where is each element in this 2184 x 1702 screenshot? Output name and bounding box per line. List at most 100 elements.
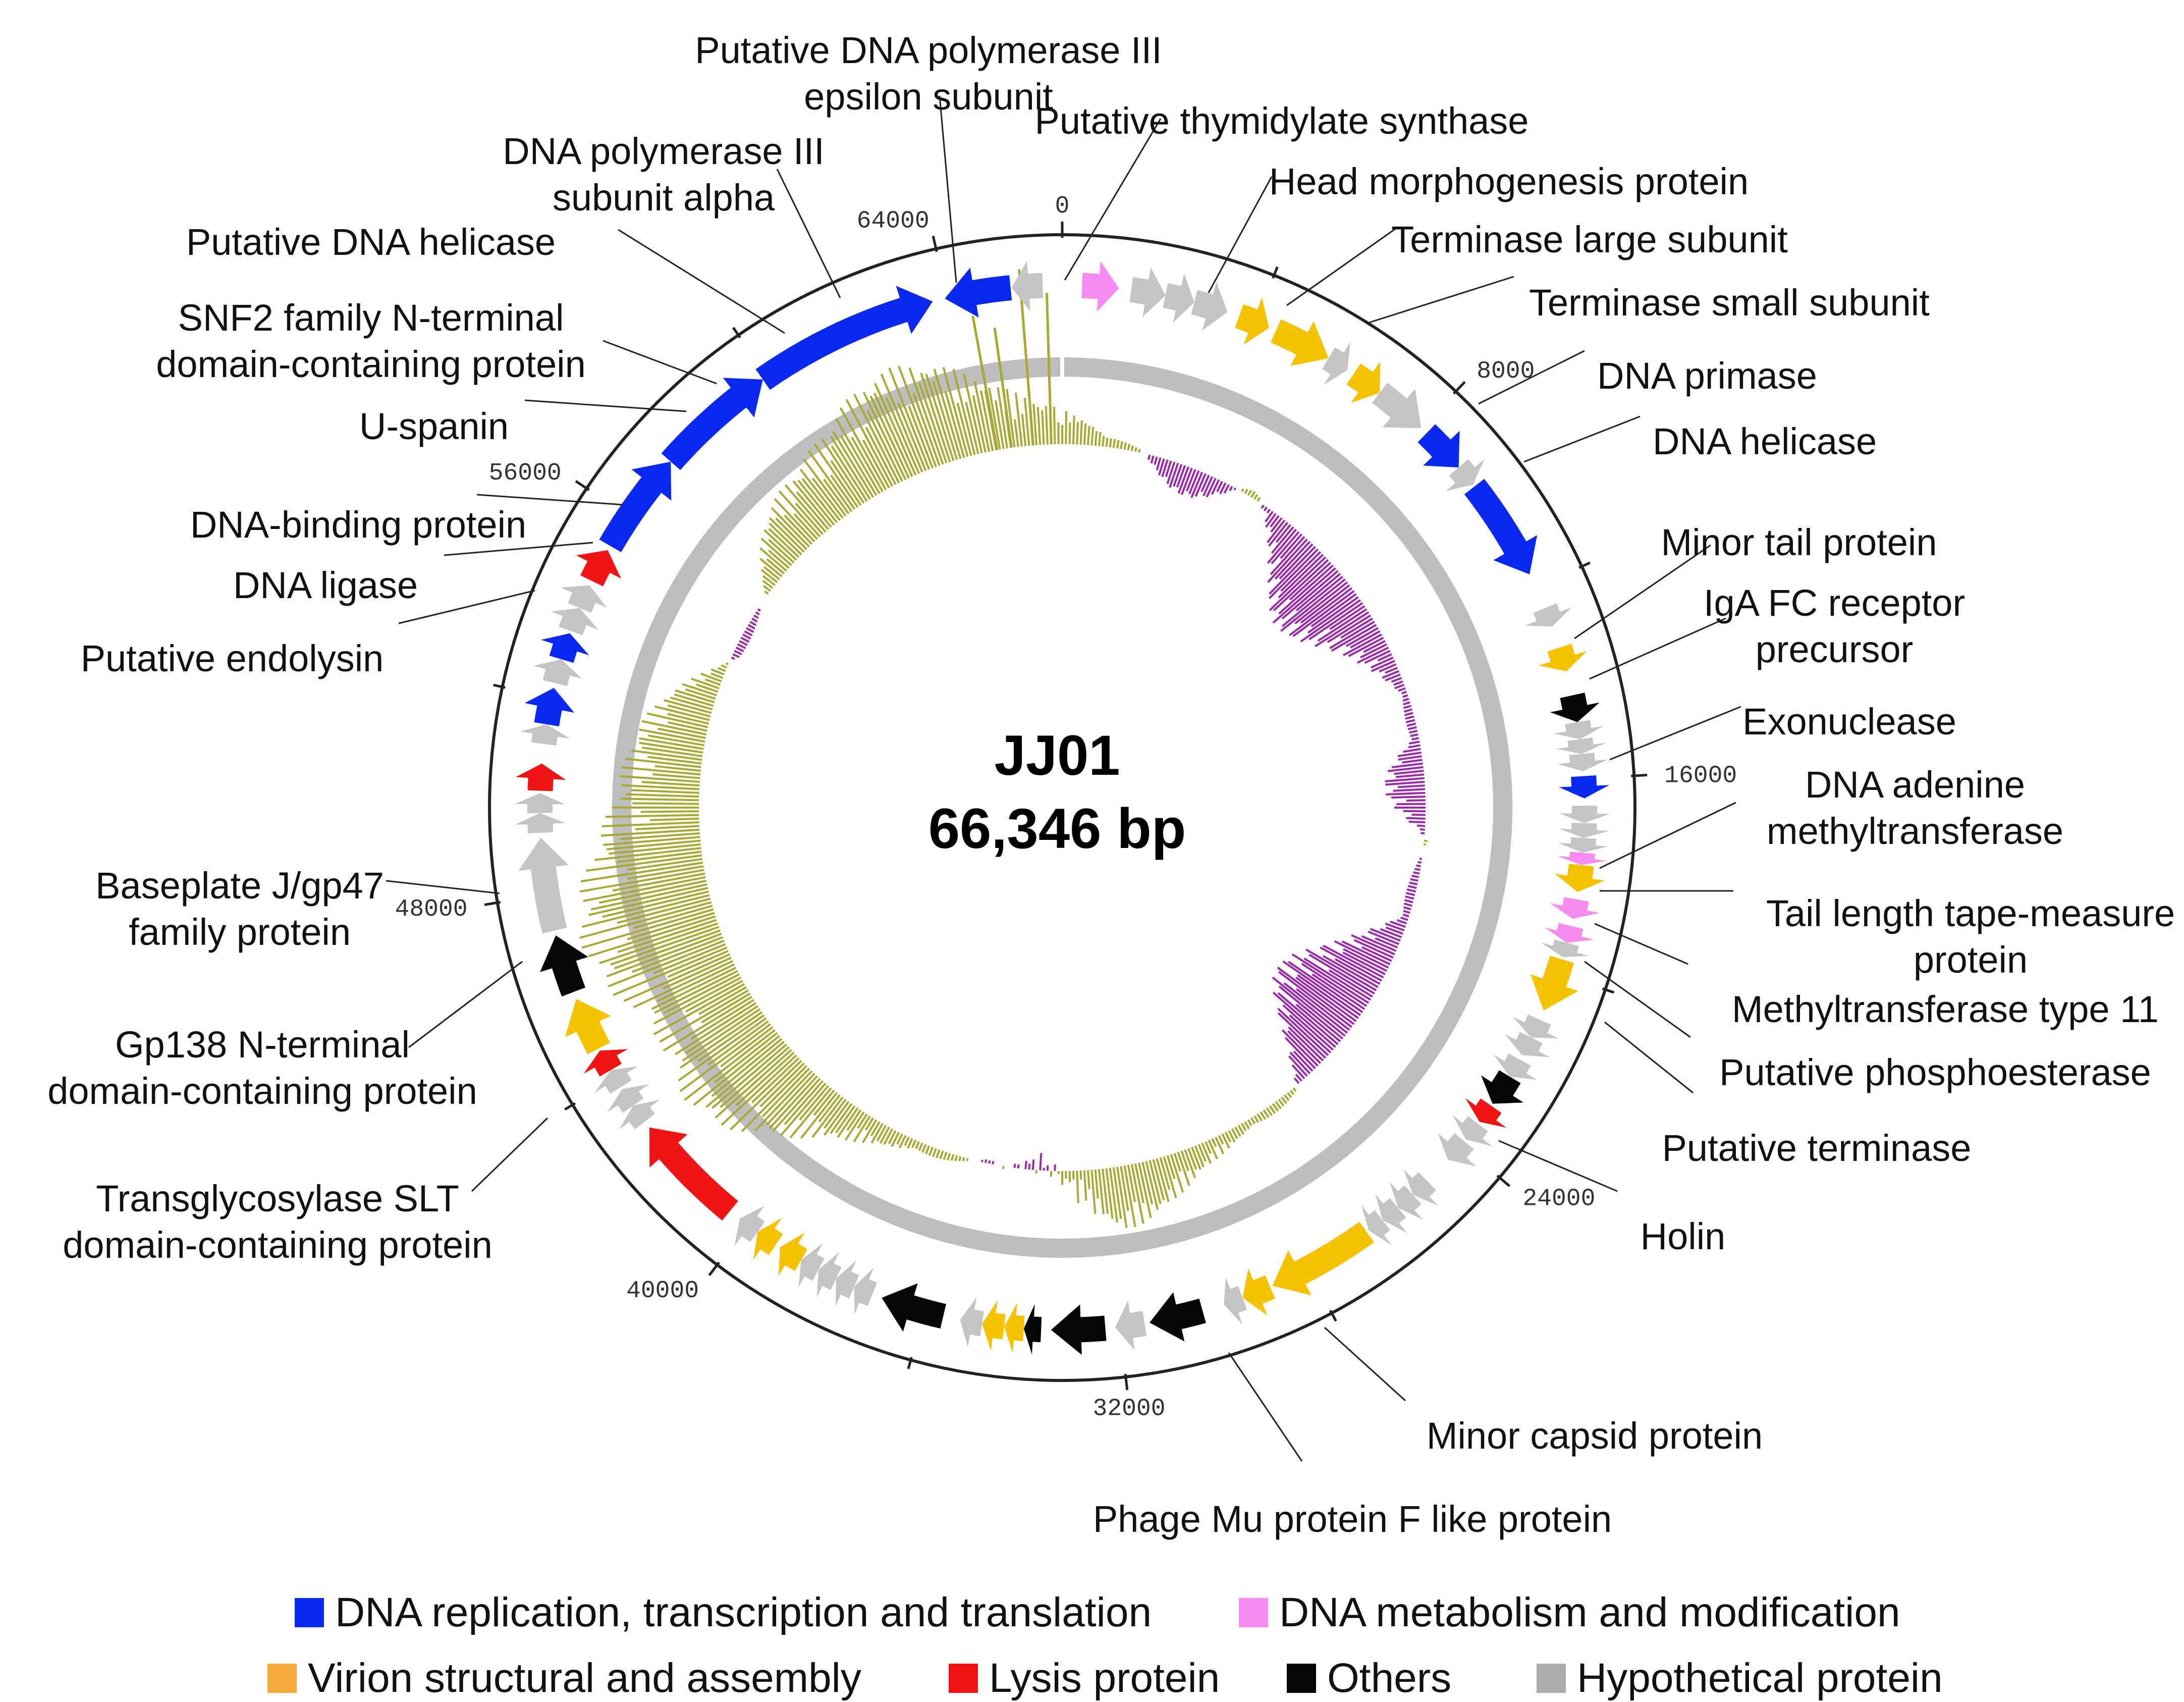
gc-skew-bar: [926, 1146, 930, 1154]
gc-skew-bar: [1242, 489, 1243, 492]
gene-label-line: Minor capsid protein: [1427, 1415, 1763, 1457]
gc-skew-bar: [948, 1153, 950, 1160]
gc-skew-bar: [1394, 771, 1424, 774]
gene-arrow-replication: [599, 462, 672, 552]
leader-line-term-small: [1368, 277, 1514, 323]
gc-skew-bar: [1084, 423, 1086, 445]
gc-skew-bar: [1099, 432, 1101, 446]
gc-skew-bar: [626, 794, 699, 796]
gene-arrow-others: [1150, 1292, 1206, 1342]
gc-skew-bar: [1406, 893, 1414, 895]
leader-line-minor-capsid: [1325, 1327, 1405, 1401]
gene-label-line: DNA adenine: [1805, 764, 2025, 806]
gene-arrow-replication: [541, 633, 589, 663]
gene-label-phosphoesterase: Putative phosphoesterase: [1719, 1051, 2151, 1093]
gc-skew-bar: [963, 1157, 964, 1161]
leader-line-mt11: [1595, 924, 1688, 964]
gc-skew-bar: [1254, 1116, 1259, 1123]
gc-skew-bar: [1409, 883, 1417, 885]
gene-arrow-structural: [1539, 644, 1587, 671]
scale-tick: [1125, 1374, 1127, 1390]
leader-line-uspanin: [525, 400, 686, 411]
gc-skew-bar: [1096, 431, 1097, 446]
gene-arrow-hypothetical: [520, 724, 570, 746]
gene-arrow-replication: [1559, 775, 1609, 799]
gc-skew-bar: [916, 1142, 919, 1149]
gc-skew-bar: [1219, 1136, 1223, 1144]
gc-skew-bar: [1080, 1171, 1081, 1180]
gene-arrow-hypothetical: [533, 659, 582, 686]
gene-label-line: epsilon subunit: [804, 76, 1053, 118]
gene-label-line: Putative terminase: [1662, 1127, 1972, 1169]
gc-skew-bar: [1080, 420, 1081, 445]
gene-label-ligase: DNA ligase: [233, 564, 418, 606]
gc-skew-bar: [1285, 1095, 1289, 1100]
gc-skew-bar: [718, 668, 726, 671]
gc-skew-bar: [622, 785, 699, 789]
gc-skew-bar: [1084, 1171, 1086, 1201]
gc-skew-bar: [905, 1137, 909, 1146]
gc-skew-bar: [1396, 774, 1424, 777]
gene-arrow-structural: [1555, 864, 1605, 892]
gene-arrow-lysis: [649, 1128, 738, 1220]
gc-skew-bar: [878, 1126, 886, 1141]
gene-arrow-hypothetical: [1191, 282, 1228, 331]
gene-label-line: Holin: [1641, 1215, 1726, 1257]
gene-label-line: Putative phosphoesterase: [1719, 1051, 2151, 1093]
gc-skew-bar: [1385, 778, 1425, 781]
gene-label-line: Putative endolysin: [81, 637, 384, 679]
gene-label-line: Transglycosylase SLT: [96, 1178, 459, 1219]
gc-skew-bar: [1410, 734, 1418, 736]
leader-line-mu-f: [1229, 1353, 1302, 1461]
gc-skew-bar: [641, 811, 699, 812]
gc-skew-bar: [736, 648, 744, 651]
gene-label-line: Tail length tape-measure: [1766, 892, 2175, 934]
gc-skew-bar: [940, 1151, 943, 1159]
gc-skew-bar: [631, 790, 699, 792]
gc-skew-bar: [1418, 862, 1422, 863]
leader-line-transglyco: [472, 1118, 548, 1191]
gene-arrow-structural: [1242, 1268, 1275, 1315]
gene-label-put-terminase: Putative terminase: [1662, 1127, 1972, 1169]
gc-skew-bar: [632, 803, 699, 804]
gene-arrow-replication: [1417, 424, 1459, 467]
gc-skew-bar: [1410, 879, 1418, 881]
gc-skew-bar: [1403, 696, 1408, 697]
gc-skew-bar: [1096, 1169, 1098, 1198]
gc-skew-bar: [731, 658, 735, 659]
gc-skew-bar: [1406, 720, 1414, 722]
gene-label-holin: Holin: [1641, 1215, 1726, 1257]
gc-skew-bar: [1152, 456, 1154, 463]
gene-arrow-lysis: [516, 764, 566, 791]
gc-skew-bar: [1258, 497, 1260, 501]
gc-skew-bar: [1135, 447, 1136, 452]
gc-skew-bar: [959, 1156, 961, 1161]
gc-skew-bar: [1054, 407, 1055, 444]
gene-arrow-hypothetical: [1541, 939, 1589, 957]
gc-skew-bar: [1132, 446, 1133, 451]
gene-arrow-hypothetical: [1012, 261, 1044, 311]
gc-skew-bar: [1402, 692, 1407, 694]
gc-skew-bar: [1124, 443, 1125, 450]
gc-skew-bar: [1398, 785, 1425, 787]
gc-skew-bar: [1128, 444, 1129, 450]
gene-label-line: DNA polymerase III: [503, 130, 824, 172]
gene-arrow-hypothetical: [515, 793, 565, 814]
scale-tick: [1497, 1176, 1509, 1186]
gc-skew-bar: [1403, 907, 1411, 909]
gc-skew-bar: [650, 819, 699, 820]
gene-arrow-hypothetical: [1115, 1300, 1146, 1350]
gc-skew-bar: [1404, 709, 1412, 711]
gc-skew-bar: [1258, 1114, 1262, 1121]
gc-skew-bar: [739, 641, 747, 645]
gc-skew-bar: [621, 799, 699, 800]
leader-line-gp138: [409, 962, 522, 1047]
leader-line-iga: [1590, 618, 1726, 679]
gene-label-line: Exonuclease: [1742, 701, 1956, 742]
gene-label-line: Baseplate J/gp47: [95, 865, 384, 907]
gene-label-line: methyltransferase: [1767, 810, 2063, 852]
gene-arrow-hypothetical: [1557, 753, 1608, 771]
